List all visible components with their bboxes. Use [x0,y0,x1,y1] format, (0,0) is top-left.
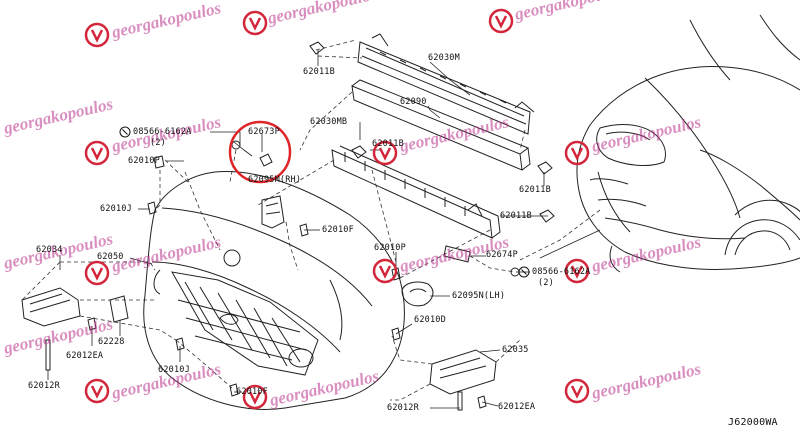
watermark-logo-icon [564,258,590,284]
part-label-62012ea: 62012EA [498,402,536,412]
reinforcement-bar-62030m [357,33,535,135]
undercover-62034 [21,287,81,327]
drawing-code: J62000WA [728,417,778,428]
bracket-62674p [443,245,471,263]
lower-beam-62030mb [331,145,501,239]
part-label-62010d: 62010D [414,315,446,325]
part-label-62012r: 62012R [28,381,60,391]
screw-symbol-icon [518,266,530,278]
energy-absorber-62090 [351,79,531,171]
watermark-logo-icon [84,378,110,404]
part-label-62034: 62034 [36,245,63,255]
part-label-62090: 62090 [400,97,427,107]
watermark-logo-icon [84,22,110,48]
part-label-62674p: 62674P [486,250,518,260]
leader-lines [47,50,601,409]
part-label-62228: 62228 [98,337,125,347]
watermark-logo-icon [372,140,398,166]
part-label-quantity: (2) [538,278,554,288]
part-label-62030mb: 62030MB [310,117,348,127]
part-label-62010f: 62010F [236,387,268,397]
watermark-logo-icon [84,140,110,166]
part-label-62011b: 62011B [303,67,335,77]
part-label-08566-6162a: 08566-6162A [532,267,591,277]
part-label-62011b: 62011B [519,185,551,195]
watermark-logo-icon [242,10,268,36]
part-label-62010f: 62010F [322,225,354,235]
highlight-circle [228,120,292,184]
part-label-62012ea: 62012EA [66,351,104,361]
car-silhouette [576,14,800,273]
part-label-62035: 62035 [502,345,529,355]
part-label-62011b: 62011B [372,139,404,149]
clip-62228 [109,295,129,323]
watermark-logo-icon [564,140,590,166]
watermark-logo-icon [242,384,268,410]
bumper-fascia-62050 [143,171,405,410]
part-label-62095n-lh: 62095N(LH) [452,291,506,301]
dashed-guides [21,39,601,401]
part-label-08566-6162a: 08566-6162A [133,127,192,137]
part-label-62011b: 62011B [500,211,532,221]
screw-symbol-icon [119,126,131,138]
part-label-62010j: 62010J [158,365,190,375]
part-label-62010p: 62010P [374,243,406,253]
part-label-62010j: 62010J [100,204,132,214]
watermark-logo-icon [564,378,590,404]
bracket-62095n [401,281,434,307]
part-label-quantity: (2) [150,138,166,148]
watermark-logo-icon [84,260,110,286]
part-label-62050: 62050 [97,252,124,262]
part-label-62010p: 62010P [128,156,160,166]
undercover-62035 [429,349,497,395]
part-label-62030m: 62030M [428,53,460,63]
bracket-62095m [261,195,285,229]
watermark-logo-icon [488,8,514,34]
watermark-logo-icon [372,258,398,284]
fasteners [45,41,555,411]
part-label-62673p: 62673P [248,127,280,137]
part-label-62095m-rh: 62095M(RH) [248,175,302,185]
part-label-62012r: 62012R [387,403,419,413]
